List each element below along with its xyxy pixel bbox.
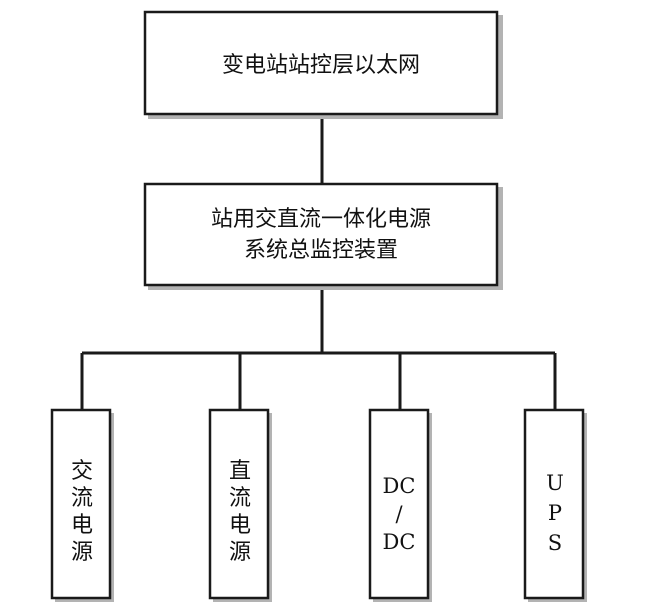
top-node-label: 变电站站控层以太网: [222, 53, 420, 78]
leaf-node-3-box: [368, 408, 430, 600]
leaf-node-4-char-3: S: [548, 531, 562, 555]
top-node-box: [143, 10, 499, 116]
leaf-node-dc-dc: DC / DC: [368, 408, 432, 602]
leaf-node-4-char-1: U: [546, 471, 564, 495]
top-node: 变电站站控层以太网: [143, 10, 503, 119]
leaf-node-ups: U P S: [523, 408, 587, 602]
leaf-node-2-char-4: 源: [229, 540, 251, 565]
leaf-node-2-char-1: 直: [229, 459, 251, 484]
middle-node-box: [143, 182, 499, 287]
leaf-node-1-box: [50, 408, 112, 600]
leaf-node-3-line-1: DC: [383, 474, 416, 498]
leaf-node-2-char-3: 电: [229, 513, 251, 538]
middle-node-line-2: 系统总监控装置: [244, 238, 398, 263]
leaf-node-4-box: [523, 408, 585, 600]
middle-node-line-1: 站用交直流一体化电源: [211, 207, 431, 232]
leaf-node-2-box: [208, 408, 270, 600]
leaf-node-1-char-3: 电: [71, 513, 93, 538]
leaf-node-1-char-1: 交: [71, 459, 93, 484]
leaf-node-ac-power: 交 流 电 源: [50, 408, 114, 602]
leaf-node-3-line-2: /: [395, 502, 403, 526]
leaf-node-dc-power: 直 流 电 源: [208, 408, 272, 602]
leaf-node-2-char-2: 流: [229, 486, 251, 511]
connectors: [80, 116, 557, 410]
leaf-node-1-char-2: 流: [71, 486, 93, 511]
leaf-node-4-char-2: P: [548, 501, 562, 525]
leaf-node-3-line-3: DC: [383, 530, 416, 554]
leaf-node-1-char-4: 源: [71, 540, 93, 565]
middle-node: 站用交直流一体化电源 系统总监控装置: [143, 182, 503, 290]
